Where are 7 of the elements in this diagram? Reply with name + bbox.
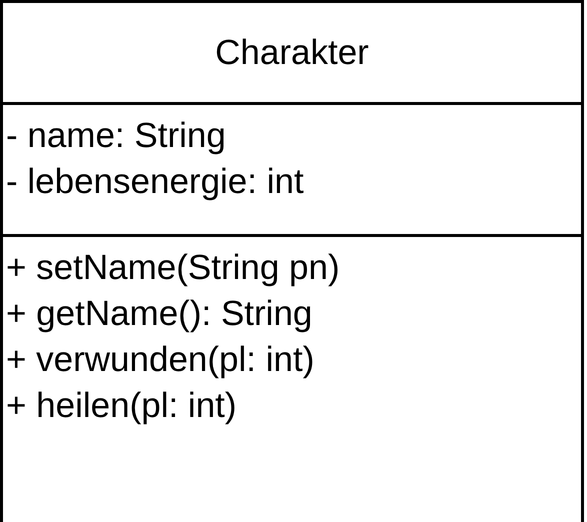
method-text: + getName(): String xyxy=(6,293,312,335)
class-name: Charakter xyxy=(215,32,369,74)
method-text: + heilen(pl: int) xyxy=(6,385,237,427)
method-text: + setName(String pn) xyxy=(6,247,340,289)
attribute-text: - lebensenergie: int xyxy=(6,161,304,203)
method-text: + verwunden(pl: int) xyxy=(6,339,314,381)
attribute-text: - name: String xyxy=(6,115,226,157)
